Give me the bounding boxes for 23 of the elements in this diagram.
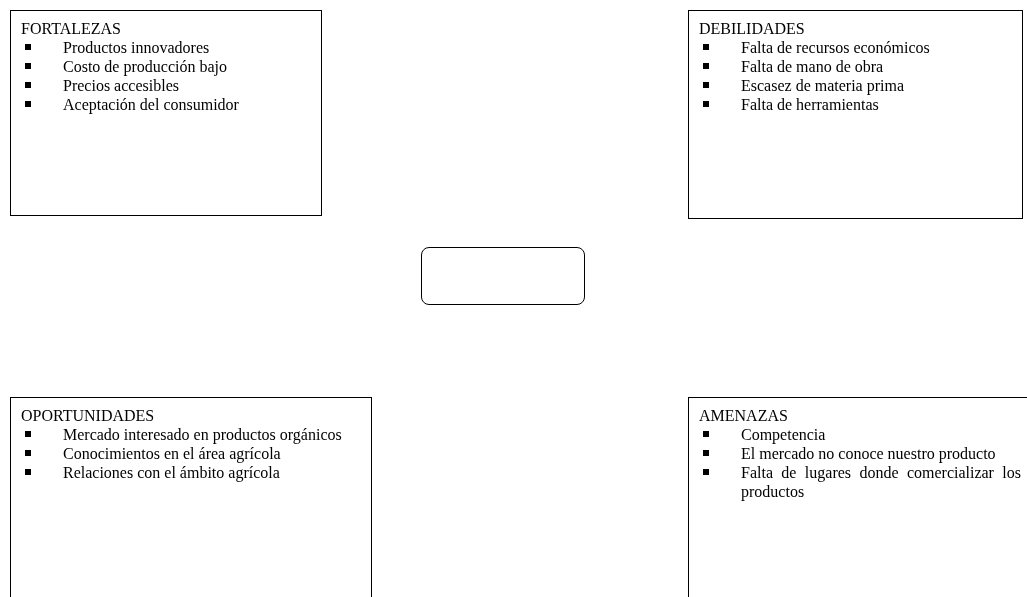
box-heading: DEBILIDADES	[699, 19, 805, 38]
text-box	[688, 397, 1027, 597]
list-item: Costo de producción bajo	[63, 57, 228, 76]
text-box	[10, 10, 322, 216]
list-item: El mercado no conoce nuestro producto	[741, 444, 997, 463]
list-item: Conocimientos en el área agrícola	[63, 444, 282, 463]
list-item: Relaciones con el ámbito agrícola	[63, 463, 281, 482]
list-item: Falta de herramientas	[741, 95, 880, 114]
list-item: Falta de mano de obra	[741, 57, 885, 76]
list-item: Competencia	[741, 425, 827, 444]
box-heading: FORTALEZAS	[21, 19, 121, 38]
box-heading: AMENAZAS	[699, 406, 788, 425]
list-item: Mercado interesado en productos orgánicos	[63, 425, 343, 444]
text-box	[688, 10, 1023, 219]
list-item: Falta de recursos económicos	[741, 38, 931, 57]
list-item: Precios accesibles	[63, 76, 180, 95]
text-box	[10, 397, 372, 597]
list-item: Escasez de materia prima	[741, 76, 906, 95]
empty-box	[421, 247, 585, 305]
list-item: Aceptación del consumidor	[63, 95, 240, 114]
box-heading: OPORTUNIDADES	[21, 406, 155, 425]
list-item: Productos innovadores	[63, 38, 211, 57]
list-item: Falta de lugares donde comercializar los productos	[741, 463, 1021, 501]
